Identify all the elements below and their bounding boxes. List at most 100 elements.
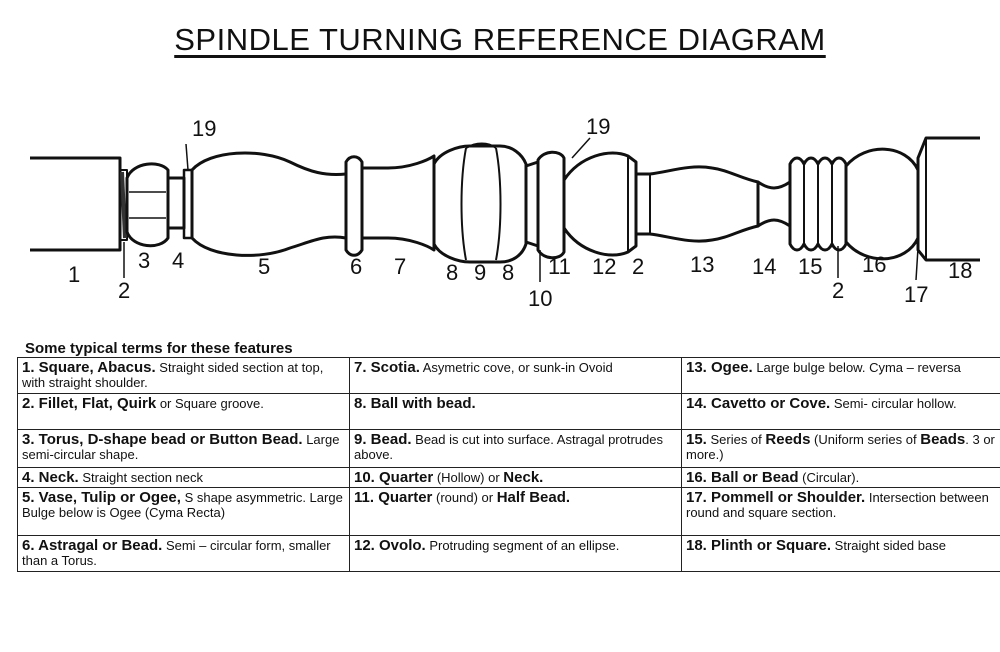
term-name: 14. Cavetto or Cove. [686,395,831,412]
term-name: 7. Scotia. [354,359,420,376]
term-name: Beads [920,431,966,448]
term-cell: 17. Pommell or Shoulder. Intersection be… [681,487,1000,536]
term-description: Semi – circular form, smaller than a Tor… [22,538,331,568]
table-caption: Some typical terms for these features [25,340,293,357]
table-row: 2. Fillet, Flat, Quirk or Square groove.… [17,393,1000,430]
term-name: Reeds [765,431,811,448]
term-cell: 8. Ball with bead. [349,393,682,430]
term-description: (Hollow) or [433,470,504,485]
term-description: Straight sided base [831,538,946,553]
term-description: Intersection between round and square se… [686,490,989,520]
term-description: (Uniform series of [810,432,921,447]
astragal-bead [344,155,364,257]
term-description: Asymetric cove, or sunk-in Ovoid [419,360,613,375]
label-11: 11 [548,254,571,279]
label-1: 1 [68,262,80,287]
label-10: 10 [528,286,552,311]
torus-bead [125,162,170,248]
term-name: 9. Bead. [354,431,412,448]
label-6: 6 [350,254,362,279]
term-cell: 11. Quarter (round) or Half Bead. [349,487,682,536]
term-cell: 18. Plinth or Square. Straight sided bas… [681,535,1000,572]
label-15: 15 [798,254,822,279]
term-cell: 14. Cavetto or Cove. Semi- circular holl… [681,393,1000,430]
term-name: 8. Ball with bead. [354,395,476,412]
term-name: 3. Torus, D-shape bead or Button Bead. [22,431,303,448]
term-description: Semi- circular hollow. [830,396,957,411]
term-name: 2. Fillet, Flat, Quirk [22,395,157,412]
term-name: 18. Plinth or Square. [686,537,832,554]
table-row: 1. Square, Abacus. Straight sided sectio… [17,357,1000,394]
table-row: 5. Vase, Tulip or Ogee, S shape asymmetr… [17,487,1000,536]
term-cell: 12. Ovolo. Protruding segment of an elli… [349,535,682,572]
term-cell: 7. Scotia. Asymetric cove, or sunk-in Ov… [349,357,682,394]
term-name: 17. Pommell or Shoulder. [686,489,866,506]
term-cell: 3. Torus, D-shape bead or Button Bead. L… [17,429,350,468]
label-8b: 8 [502,260,514,285]
label-9: 9 [474,260,486,285]
label-19a: 19 [192,116,216,141]
term-name: 6. Astragal or Bead. [22,537,163,554]
term-name: 12. Ovolo. [354,537,426,554]
term-cell: 10. Quarter (Hollow) or Neck. [349,467,682,488]
label-8a: 8 [446,260,458,285]
term-cell: 15. Series of Reeds (Uniform series of B… [681,429,1000,468]
label-18: 18 [948,258,972,283]
label-4: 4 [172,248,184,273]
scotia-cove [360,154,436,252]
label-16: 16 [862,252,886,277]
label-14: 14 [752,254,776,279]
half-bead [536,150,566,260]
term-name: 5. Vase, Tulip or Ogee, [22,489,181,506]
label-17: 17 [904,282,928,307]
term-cell: 13. Ogee. Large bulge below. Cyma – reve… [681,357,1000,394]
label-5: 5 [258,254,270,279]
square-abacus-block [30,156,122,252]
label-2b: 2 [632,254,644,279]
plinth-square [916,136,980,262]
term-cell: 1. Square, Abacus. Straight sided sectio… [17,357,350,394]
term-description: Series of [706,432,766,447]
ovolo-shape [562,151,638,257]
label-13: 13 [690,252,714,277]
label-2c: 2 [832,278,844,303]
term-name: 10. Quarter [354,469,434,486]
ball-with-bead [432,144,528,264]
table-row: 6. Astragal or Bead. Semi – circular for… [17,535,1000,572]
term-name: 15. [686,431,707,448]
term-cell: 2. Fillet, Flat, Quirk or Square groove. [17,393,350,430]
term-cell: 9. Bead. Bead is cut into surface. Astra… [349,429,682,468]
ogee-shape [634,165,760,243]
term-description: Large semi-circular shape. [22,432,340,462]
term-name: 16. Ball or Bead [686,469,799,486]
terms-table: 1. Square, Abacus. Straight sided sectio… [17,357,1000,572]
term-description: (round) or [432,490,497,505]
term-cell: 6. Astragal or Bead. Semi – circular for… [17,535,350,572]
term-name: Neck. [503,469,544,486]
label-19b: 19 [586,114,610,139]
term-description: . 3 or more.) [686,432,995,462]
term-name: 1. Square, Abacus. [22,359,156,376]
spindle-diagram: 1 2 3 4 19 5 6 7 8 9 8 10 11 19 12 2 13 … [30,114,980,311]
term-name: Half Bead. [496,489,571,506]
term-description: Large bulge below. Cyma – reversa [752,360,961,375]
page-title: SPINDLE TURNING REFERENCE DIAGRAM [174,22,826,57]
term-description: or Square groove. [156,396,264,411]
vase-shape [190,151,348,257]
label-12: 12 [592,254,616,279]
term-description: Protruding segment of an ellipse. [425,538,620,553]
quarter-hollow [524,160,540,248]
term-cell: 16. Ball or Bead (Circular). [681,467,1000,488]
label-3: 3 [138,248,150,273]
label-7: 7 [394,254,406,279]
term-description: Straight sided section at top, with stra… [22,360,324,390]
term-description: (Circular). [798,470,860,485]
term-name: 13. Ogee. [686,359,753,376]
ball-bead [844,147,920,261]
cavetto-cove [756,180,792,228]
term-cell: 5. Vase, Tulip or Ogee, S shape asymmetr… [17,487,350,536]
label-2a: 2 [118,278,130,303]
term-description: Straight section neck [78,470,204,485]
term-description: Bead is cut into surface. Astragal protr… [354,432,663,462]
